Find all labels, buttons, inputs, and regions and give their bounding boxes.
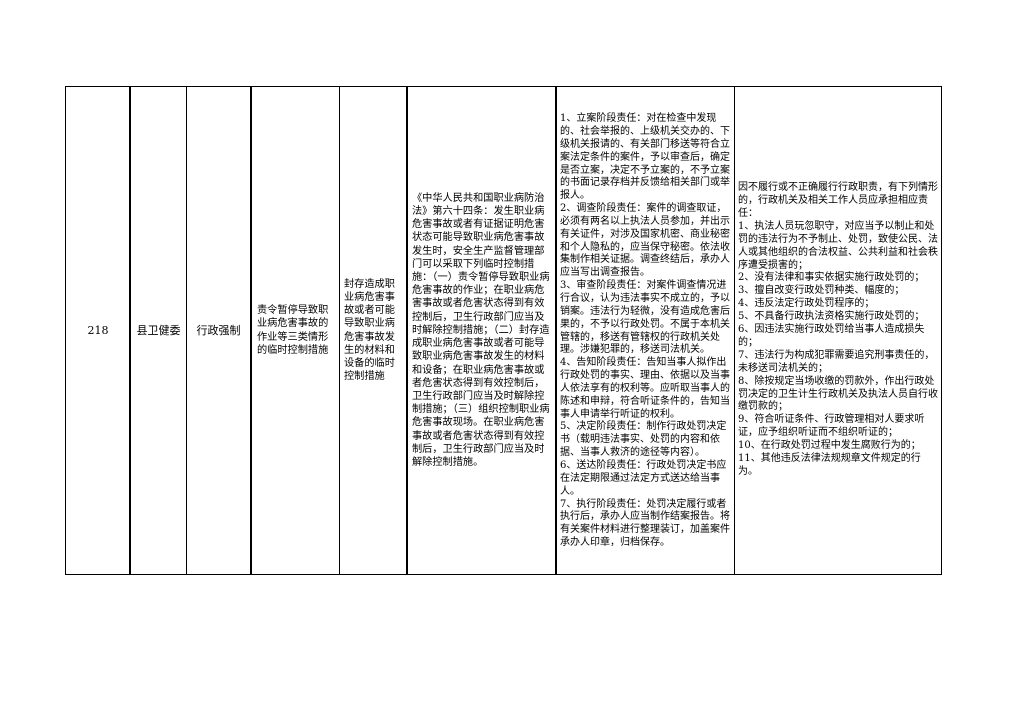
col-border-3 (250, 86, 252, 575)
power-list-table: 218 县卫健委 行政强制 责令暂停导致职业病危害事故的作业等三类情形的临时控制… (65, 86, 942, 575)
col-border-2 (186, 86, 187, 575)
col-border-0 (65, 86, 66, 575)
col-border-8 (941, 86, 942, 575)
cell-accountability: 因不履行或不正确履行行政职责，有下列情形的，行政机关及相关工作人员应承担相应责任… (735, 87, 941, 574)
cell-category: 行政强制 (196, 323, 241, 337)
col-border-7 (734, 86, 735, 575)
col-border-1 (129, 86, 131, 575)
cell-sub-item: 封存造成职业病危害事故或者可能导致职业病危害事故发生的材料和设备的临时控制措施 (340, 87, 406, 574)
accountability-text: 因不履行或不正确履行行政职责，有下列情形的，行政机关及相关工作人员应承担相应责任… (738, 182, 938, 478)
cell-legal-basis: 《中华人民共和国职业病防治法》第六十四条：发生职业病危害事故或者有证据证明危害状… (408, 87, 555, 574)
table-top-border (65, 86, 942, 87)
legal-basis-text: 《中华人民共和国职业病防治法》第六十四条：发生职业病危害事故或者有证据证明危害状… (412, 192, 550, 468)
cell-number: 218 (87, 323, 109, 337)
item-name-text: 责令暂停导致职业病危害事故的作业等三类情形的临时控制措施 (257, 305, 329, 356)
sub-item-text: 封存造成职业病危害事故或者可能导致职业病危害事故发生的材料和设备的临时控制措施 (344, 279, 395, 382)
responsibilities-text: 1、立案阶段责任：对在检查中发现的、社会举报的、上级机关交办的、下级机关报请的、… (560, 113, 730, 549)
cell-responsibilities: 1、立案阶段责任：对在检查中发现的、社会举报的、上级机关交办的、下级机关报请的、… (557, 87, 734, 574)
cell-department: 县卫健委 (136, 323, 181, 337)
cell-item-name: 责令暂停导致职业病危害事故的作业等三类情形的临时控制措施 (252, 87, 339, 574)
table-bottom-border (65, 574, 942, 575)
col-border-6 (555, 86, 557, 575)
col-border-5 (406, 86, 408, 575)
col-border-4 (339, 86, 340, 575)
